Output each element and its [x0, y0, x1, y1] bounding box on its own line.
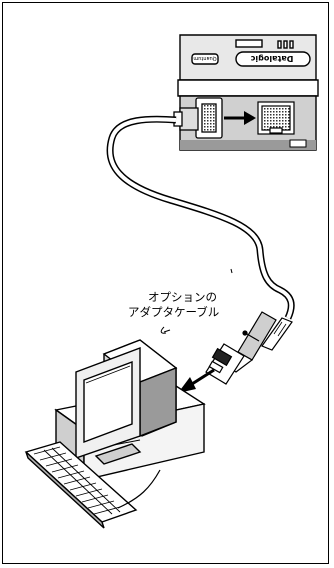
- usb-connector: [205, 311, 293, 385]
- leader-marks: [160, 268, 233, 334]
- adapter-cable-callout: オプションの アダプタケーブル: [128, 290, 258, 320]
- callout-line-1: オプションの: [148, 290, 217, 304]
- adapter-cable: [106, 115, 295, 320]
- usb-symbol-icon: [242, 330, 260, 342]
- device-small-label: Quantum: [193, 55, 216, 61]
- diagram-frame: [2, 2, 329, 564]
- serial-connector: [173, 97, 223, 139]
- connect-arrow-port: [224, 111, 256, 125]
- device-keyslot: [289, 139, 307, 148]
- device-logo: Datalogic: [250, 54, 293, 63]
- personal-computer: [24, 339, 206, 529]
- connect-arrow-pc: [178, 368, 215, 393]
- scanner-device: [177, 34, 319, 151]
- rj45-port: [257, 101, 295, 135]
- callout-line-2: アダプタケーブル: [128, 305, 220, 319]
